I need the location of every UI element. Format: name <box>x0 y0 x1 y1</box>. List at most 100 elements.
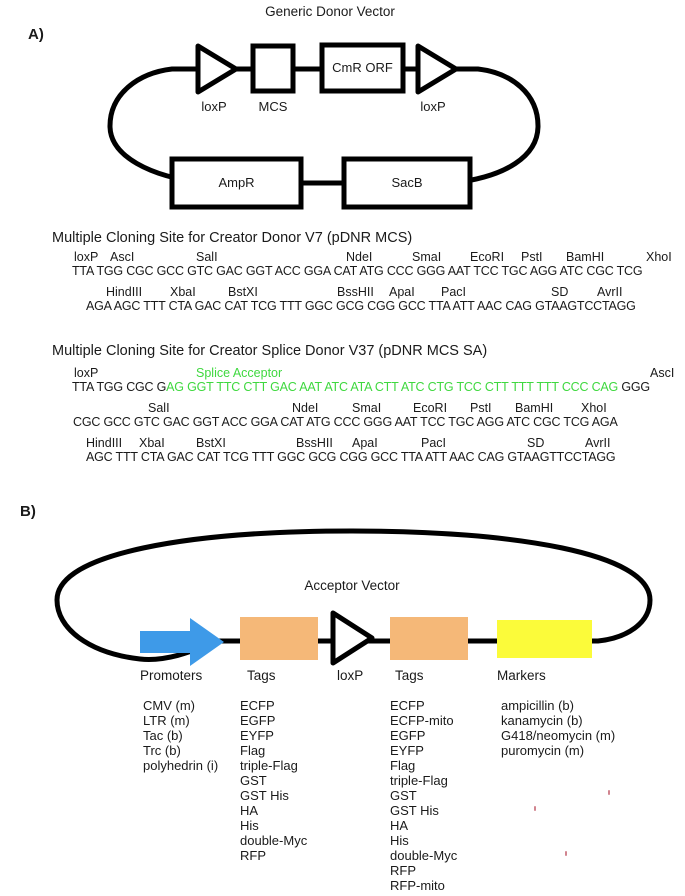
restriction-site-label: BssHII <box>337 285 374 299</box>
restriction-site-label: SmaI <box>412 250 442 264</box>
list-item: ECFP <box>240 698 275 713</box>
restriction-site-label: SalI <box>196 250 218 264</box>
list-item: ECFP-mito <box>390 713 454 728</box>
scan-artifact-mark <box>534 806 536 811</box>
list-item: EGFP <box>390 728 426 743</box>
restriction-site-label: BstXI <box>196 436 226 450</box>
mcs-v7-title: Multiple Cloning Site for Creator Donor … <box>52 230 413 246</box>
feature-label-markers: Markers <box>497 668 546 683</box>
list-item: ECFP <box>390 698 425 713</box>
loxp-right-label: loxP <box>420 99 446 114</box>
list-item: Tac (b) <box>143 728 183 743</box>
restriction-site-label: XhoI <box>581 401 607 415</box>
list-item: EYFP <box>390 743 424 758</box>
mcs-box <box>250 43 296 94</box>
cmr-orf-label: CmR ORF <box>332 60 393 75</box>
feature-label-loxp: loxP <box>337 668 364 683</box>
loxp-triangle-right <box>415 43 459 95</box>
restriction-site-label: SD <box>551 285 569 299</box>
panel-b-label: B) <box>20 503 36 520</box>
restriction-site-label: AvrII <box>585 436 611 450</box>
list-item: puromycin (m) <box>501 743 585 758</box>
restriction-site-label: AvrII <box>597 285 623 299</box>
restriction-site-label: SD <box>527 436 545 450</box>
list-item: triple-Flag <box>390 773 448 788</box>
list-item: G418/neomycin (m) <box>501 728 616 743</box>
sequence-segment: TTA TGG CGC G <box>72 380 167 394</box>
ampr-box <box>169 156 304 210</box>
restriction-site-label: PstI <box>521 250 543 264</box>
list-item: GST <box>240 773 267 788</box>
restriction-site-label: ApaI <box>352 436 378 450</box>
list-item: RFP-mito <box>390 878 445 893</box>
list-item: His <box>240 818 259 833</box>
restriction-site-label: loxP <box>74 366 99 380</box>
restriction-site-label: HindIII <box>106 285 143 299</box>
tags-box-1 <box>240 617 318 660</box>
panel-a-label: A) <box>28 26 44 43</box>
restriction-site-label: Splice Acceptor <box>196 366 283 380</box>
list-item: GST His <box>390 803 439 818</box>
list-item: EYFP <box>240 728 274 743</box>
restriction-site-label: loxP <box>74 250 99 264</box>
restriction-site-label: XbaI <box>139 436 165 450</box>
list-item: HA <box>240 803 259 818</box>
markers-box <box>497 620 592 658</box>
restriction-site-label: AscI <box>650 366 675 380</box>
list-item: Trc (b) <box>143 743 181 758</box>
restriction-site-label: BssHII <box>296 436 333 450</box>
cmr-orf-box <box>319 42 406 94</box>
restriction-site-label: XhoI <box>646 250 672 264</box>
mcs-label: MCS <box>258 99 288 114</box>
dna-sequence-line: CGC GCC GTC GAC GGT ACC GGA CAT ATG CCC … <box>73 415 618 429</box>
restriction-site-label: NdeI <box>292 401 319 415</box>
markers-list: ampicillin (b)kanamycin (b)G418/neomycin… <box>501 698 615 758</box>
restriction-site-label: EcoRI <box>470 250 505 264</box>
feature-label-promoters: Promoters <box>140 668 203 683</box>
list-item: GST <box>390 788 417 803</box>
mcs-v37-title: Multiple Cloning Site for Creator Splice… <box>52 343 488 359</box>
sequence-segment: GGG <box>618 380 650 394</box>
list-item: RFP <box>240 848 266 863</box>
restriction-site-label: BamHI <box>515 401 554 415</box>
sequence-segment: CGC GCC GTC GAC GGT ACC GGA CAT ATG CCC … <box>73 415 618 429</box>
acceptor-vector-diagram <box>54 528 653 666</box>
dna-sequence-line: TTA TGG CGC GAG GGT TTC CTT GAC AAT ATC … <box>72 380 650 394</box>
splice-acceptor-sequence: AG GGT TTC CTT GAC AAT ATC ATA CTT ATC C… <box>166 380 619 394</box>
loxp-triangle <box>330 610 375 666</box>
list-item: double-Myc <box>390 848 458 863</box>
plasmid-loop <box>54 528 653 662</box>
acceptor-vector-title: Acceptor Vector <box>304 578 400 593</box>
list-item: LTR (m) <box>143 713 190 728</box>
restriction-site-label: EcoRI <box>413 401 448 415</box>
sequence-segment: AGC TTT CTA GAC CAT TCG TTT GGC GCG CGG … <box>86 450 616 464</box>
list-item: Flag <box>390 758 416 773</box>
restriction-site-label: AscI <box>110 250 135 264</box>
promoters-list: CMV (m)LTR (m)Tac (b)Trc (b)polyhedrin (… <box>143 698 218 773</box>
plasmid-loop <box>107 66 541 186</box>
restriction-site-label: SmaI <box>352 401 382 415</box>
restriction-site-label: SalI <box>148 401 170 415</box>
scan-artifact-mark <box>565 851 567 856</box>
restriction-site-label: XbaI <box>170 285 196 299</box>
restriction-site-label: PacI <box>421 436 447 450</box>
list-item: His <box>390 833 409 848</box>
loxp-left-label: loxP <box>201 99 227 114</box>
page-title: Generic Donor Vector <box>265 4 395 19</box>
list-item: RFP <box>390 863 416 878</box>
list-item: EGFP <box>240 713 276 728</box>
ampr-label: AmpR <box>218 175 255 190</box>
promoter-arrow <box>140 618 224 666</box>
list-item: double-Myc <box>240 833 308 848</box>
scan-artifact-mark <box>608 790 610 795</box>
tags-box-2 <box>390 617 468 660</box>
dna-sequence-line: AGC TTT CTA GAC CAT TCG TTT GGC GCG CGG … <box>86 450 616 464</box>
sequence-segment: AGA AGC TTT CTA GAC CAT TCG TTT GGC GCG … <box>86 299 636 313</box>
feature-label-tags: Tags <box>247 668 276 683</box>
restriction-site-label: PacI <box>441 285 467 299</box>
list-item: kanamycin (b) <box>501 713 583 728</box>
restriction-site-label: BstXI <box>228 285 258 299</box>
